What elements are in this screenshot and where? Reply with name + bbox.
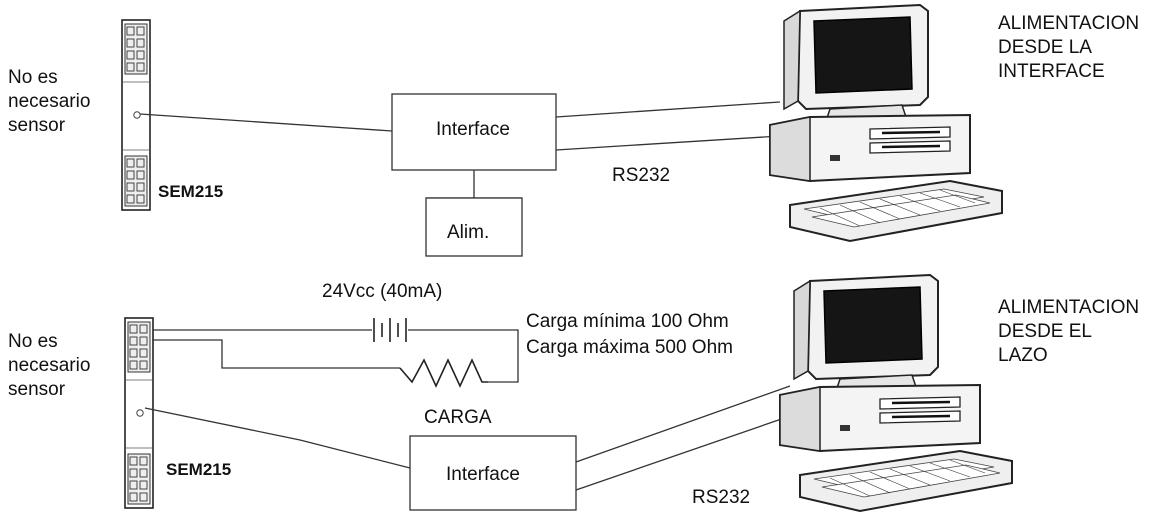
bottom-desktop-computer-icon — [778, 273, 1014, 513]
bottom-rs232-line-a — [575, 385, 791, 463]
top-desktop-computer-icon — [768, 3, 1004, 243]
top-interface-box — [391, 93, 557, 171]
battery-icon — [373, 318, 407, 342]
top-sensor-wire — [139, 113, 393, 132]
bottom-left-note: No es necesario sensor — [8, 331, 91, 400]
bottom-rs232-line-b — [575, 413, 797, 491]
top-interface-label: Interface — [436, 119, 510, 140]
top-device-label: SEM215 — [158, 182, 224, 201]
bottom-rs232-label: RS232 — [692, 487, 751, 508]
load-min-label: Carga mínima 100 Ohm — [526, 311, 729, 332]
top-rs232-line-a — [555, 101, 781, 118]
bottom-power-title: ALIMENTACION DESDE EL LAZO — [998, 297, 1140, 366]
load-max-label: Carga máxima 500 Ohm — [526, 337, 733, 358]
bottom-interface-box — [409, 435, 577, 511]
bottom-interface-label: Interface — [446, 464, 520, 485]
top-alim-label: Alim. — [447, 222, 490, 243]
loop-wire-bottom — [153, 339, 400, 369]
load-label: CARGA — [424, 407, 492, 428]
top-rs232-line-b — [555, 135, 781, 151]
bottom-device-label: SEM215 — [166, 460, 232, 479]
top-power-title: ALIMENTACION DESDE LA INTERFACE — [998, 13, 1140, 82]
top-alim-box — [425, 197, 523, 257]
top-left-note: No es necesario sensor — [8, 67, 91, 136]
bottom-sem215-module-icon — [124, 317, 154, 509]
resistor-icon — [399, 358, 488, 388]
supply-label: 24Vcc (40mA) — [322, 281, 443, 302]
bottom-sensor-wire — [144, 407, 411, 469]
top-rs232-label: RS232 — [612, 165, 671, 186]
